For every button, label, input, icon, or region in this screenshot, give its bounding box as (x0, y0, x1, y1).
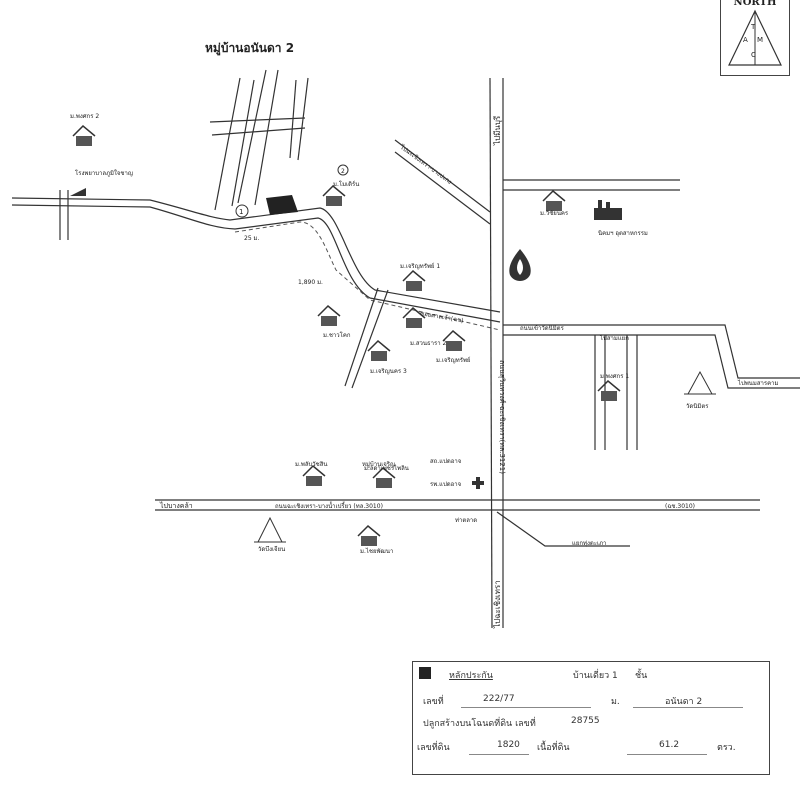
place-label: ม.ไชยพัฒนา (360, 547, 393, 555)
water-drop-icon (509, 249, 531, 281)
place-label: นิคมฯ อุตสาหกรรม (598, 230, 648, 237)
info-number: 222/77 (483, 694, 515, 704)
road-label-route-code: (ฉช.3010) (665, 503, 695, 510)
diagonal-road-north (394, 139, 491, 225)
info-deed-number: 28755 (571, 716, 600, 726)
house-icon (302, 464, 326, 486)
subject-marker-legend (419, 667, 431, 679)
place-label: ม.เจริญทรัพย์ (436, 356, 470, 364)
distance-1890m: 1,890 ม. (298, 279, 323, 286)
svg-text:1: 1 (239, 208, 243, 216)
place-label: สถ.แปดอาจ (430, 458, 461, 465)
info-land-number: 1820 (497, 740, 520, 750)
place-label: หมู่บ้านเจริญ (362, 461, 395, 468)
road-label-to-south: ไปฉะเชิงเทรา (493, 580, 502, 629)
info-number-label: เลขที่ (423, 697, 444, 707)
north-arrow-icon (728, 9, 782, 66)
road-label-to-bang-khla: ไปฉะเชิงเทรา-บางปะกง (398, 143, 453, 186)
tamc-letter: A (743, 36, 748, 44)
house-icon (372, 466, 396, 488)
subject-property-plot (266, 195, 298, 215)
road-label-chachoengsao: ถนนฉะเชิงเทรา-บางน้ำเปรี้ยว (ทล.3010) (275, 500, 383, 510)
svg-text:2: 2 (341, 168, 345, 175)
road-label-to-cemetery: แยกทุ่งตะเภา (572, 540, 606, 547)
place-label: ม.พลับวัชสิน (295, 461, 328, 468)
bottom-road (155, 499, 760, 547)
house-icon (367, 339, 391, 361)
house-icon (317, 304, 341, 326)
info-area-label: เนื้อที่ดิน (537, 743, 570, 753)
school-icon (70, 188, 86, 196)
place-label: ม.ลดาเพชรไพลิน (364, 464, 409, 472)
place-label: รพ.แปดอาจ (430, 481, 461, 488)
marker-1: 1 (235, 204, 249, 218)
house-icon (402, 306, 426, 328)
hospital-cross-icon (472, 477, 484, 489)
north-title: NORTH (733, 0, 777, 8)
side-roads (344, 287, 800, 450)
place-label: วัดบึงเจียน (258, 545, 285, 553)
place-label: ม.วิชัยนคร (540, 210, 569, 217)
house-icon (542, 189, 566, 211)
place-label: วัดนิมิตร (686, 403, 709, 410)
temple-icon (684, 370, 716, 395)
road-label-to-bang-kla: ไปบางคล้า (159, 501, 193, 510)
place-label: โรงพยาบาลภูมิใจชาญ (75, 169, 133, 177)
house-icon (322, 184, 346, 206)
place-label: ม.ชาวโคก (323, 331, 351, 339)
info-type: บ้านเดี่ยว 1 (573, 671, 618, 681)
road-label-suwinthawong: ถนนสุวินทวงศ์-ฉะเชิงเทรา(ทล.3121) (498, 360, 506, 474)
house-icon (597, 379, 621, 401)
road-label-soi-yok: ซอยศาลเจ้า(ฉช) (420, 310, 464, 325)
info-collateral-label: หลักประกัน (449, 671, 493, 681)
place-label: ม.พงศกร 2 (70, 113, 99, 120)
place-label: ม.สวนธารา 2 (410, 340, 447, 347)
house-icon (402, 269, 426, 291)
place-label: ม.พงศกร 1 (600, 373, 629, 380)
place-label: ม.โมเดิร์น (333, 180, 359, 188)
marker-2: 2 (337, 164, 349, 176)
house-icon (357, 524, 381, 546)
place-label: ม.เจริญนคร 3 (370, 368, 407, 375)
place-label: ท่าตลาด (455, 517, 477, 524)
village-title: หมู่บ้านอนันดา 2 (205, 41, 294, 56)
house-icon (72, 124, 96, 146)
info-type-unit: ชั้น (635, 671, 648, 681)
place-label: ม.เจริญทรัพย์ 1 (400, 262, 440, 270)
factory-icon (594, 200, 622, 220)
main-north-south-road (489, 77, 680, 629)
main-west-road (11, 190, 501, 331)
road-label-to-phanom: ไปพนมสารคาม (737, 379, 778, 387)
distance-25m: 25 ม. (244, 235, 259, 242)
info-land-number-label: เลขที่ดิน (417, 743, 450, 753)
tamc-letter: T (751, 23, 756, 31)
village-grid-roads (209, 69, 309, 211)
property-info-box: หลักประกัน บ้านเดี่ยว 1 ชั้น เลขที่ 222/… (412, 661, 770, 775)
tamc-letter: M (757, 36, 764, 44)
house-icon (442, 329, 466, 351)
info-deed-label: ปลูกสร้างบนโฉนดที่ดิน เลขที่ (423, 719, 536, 729)
info-area-unit: ตรว. (717, 743, 736, 753)
temple-icon (254, 516, 286, 543)
info-moo-label: ม. (611, 697, 620, 707)
road-label-to-wat: ถนนเข้าวัดนิมิตร (520, 325, 565, 332)
info-area: 61.2 (659, 740, 680, 750)
north-arrow-box: NORTH T A M C (720, 0, 790, 76)
road-label-to-min-buri: ไปมีนบุรี (493, 115, 502, 146)
place-label: ไปสามแยก (599, 334, 629, 342)
info-village: อนันดา 2 (665, 697, 703, 707)
tamc-letter: C (751, 51, 756, 59)
